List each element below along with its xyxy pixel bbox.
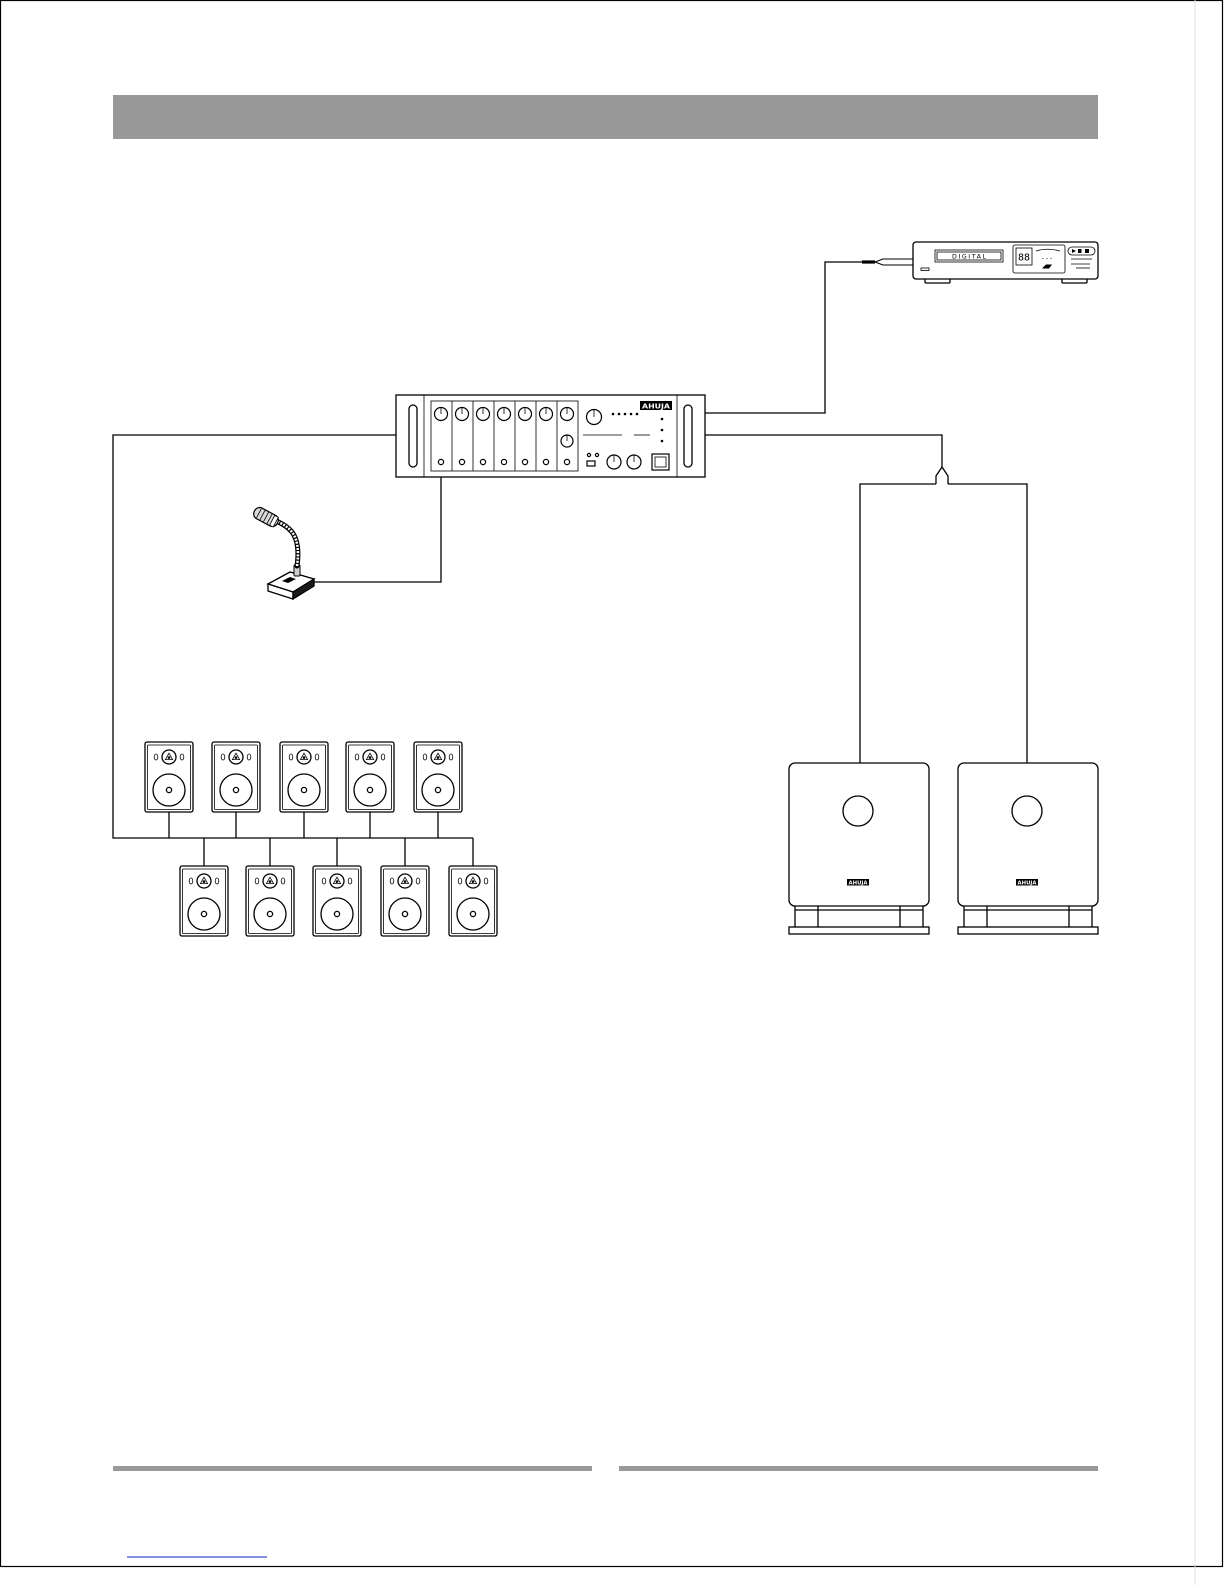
desk-microphone-icon bbox=[252, 506, 314, 599]
meter-led bbox=[624, 413, 627, 416]
dvd-indicator-dashes: - - - bbox=[1042, 255, 1052, 262]
stop-icon bbox=[1085, 249, 1089, 253]
wall-speaker-icon bbox=[313, 866, 361, 936]
channel-6-knob-icon bbox=[540, 408, 553, 421]
master-knob-icon bbox=[587, 410, 602, 425]
rca-plug-leads bbox=[875, 259, 913, 265]
box-speaker-splitter bbox=[936, 467, 948, 484]
channel-2-input-jack-icon bbox=[459, 459, 464, 464]
woofer-icon bbox=[1012, 796, 1042, 826]
header-bar bbox=[113, 95, 1098, 139]
channel-7-second-knob-icon bbox=[561, 435, 573, 447]
channel-7-knob-icon bbox=[561, 408, 574, 421]
channel-5-knob-icon bbox=[519, 408, 532, 421]
rca-plug-icon bbox=[862, 259, 913, 265]
amplifier-logo: AHUJA bbox=[640, 401, 672, 410]
channel-4-input-jack-icon bbox=[501, 459, 506, 464]
mic-head bbox=[252, 506, 281, 529]
wall-speaker-icon bbox=[145, 742, 193, 812]
indicator-led bbox=[661, 418, 664, 421]
pause-icon bbox=[1078, 249, 1082, 253]
box-speaker-logo-text: AHUJA bbox=[849, 880, 868, 886]
volume-knob-icon bbox=[627, 455, 641, 469]
footer-bar-left bbox=[113, 1466, 592, 1471]
box-speaker-stand bbox=[795, 906, 923, 927]
channel-1-knob-icon bbox=[435, 408, 448, 421]
dvd-segment-digits: 88 bbox=[1018, 253, 1030, 264]
box-speaker-base bbox=[789, 927, 929, 934]
meter-led bbox=[630, 413, 633, 416]
wall-speaker-icon bbox=[414, 742, 462, 812]
channel-7-input-jack-icon bbox=[564, 459, 569, 464]
wall-speaker-group bbox=[145, 742, 497, 936]
meter-led bbox=[618, 413, 621, 416]
wall-speaker-icon bbox=[180, 866, 228, 936]
box-speaker-icon: AHUJA bbox=[789, 763, 929, 934]
selector-switch-icon bbox=[587, 461, 595, 466]
power-switch-frame bbox=[652, 454, 669, 470]
aux-jack-icon bbox=[595, 453, 598, 456]
footer-bar-right bbox=[619, 1466, 1098, 1471]
amplifier-to-box-speakers-cable bbox=[705, 435, 942, 467]
channel-1-input-jack-icon bbox=[438, 459, 443, 464]
box-speaker-icon: AHUJA bbox=[958, 763, 1098, 934]
aux-jack-icon bbox=[587, 453, 590, 456]
tone-knob-icon bbox=[607, 455, 621, 469]
channel-2-knob-icon bbox=[456, 408, 469, 421]
channel-3-input-jack-icon bbox=[480, 459, 485, 464]
box-speaker-right-cable bbox=[948, 484, 1027, 763]
channel-4-knob-icon bbox=[498, 408, 511, 421]
channel-6-input-jack-icon bbox=[543, 459, 548, 464]
wall-speaker-icon bbox=[381, 866, 429, 936]
wall-speaker-icon bbox=[246, 866, 294, 936]
box-speaker-logo-text: AHUJA bbox=[1018, 880, 1037, 886]
meter-led bbox=[636, 413, 639, 416]
woofer-icon bbox=[843, 796, 873, 826]
box-speaker-base bbox=[958, 927, 1098, 934]
box-speaker-stand bbox=[964, 906, 1092, 927]
wall-speaker-icon bbox=[212, 742, 260, 812]
indicator-led bbox=[661, 429, 664, 432]
meter-led bbox=[612, 413, 615, 416]
dvd-to-amplifier-cable bbox=[705, 262, 862, 413]
wall-speaker-icon bbox=[346, 742, 394, 812]
amplifier-logo-text: AHUJA bbox=[642, 402, 671, 410]
rack-slot-left bbox=[409, 405, 417, 467]
dvd-player-icon: DIGITAL 88 - - - bbox=[913, 242, 1098, 283]
channel-3-knob-icon bbox=[477, 408, 490, 421]
power-switch-icon bbox=[652, 454, 669, 470]
channel-5-input-jack-icon bbox=[522, 459, 527, 464]
mixer-amplifier-icon: AHUJA bbox=[396, 395, 705, 477]
box-speaker-left-cable bbox=[860, 484, 936, 763]
wall-speaker-icon bbox=[449, 866, 497, 936]
rack-slot-right bbox=[684, 405, 692, 467]
microphone-cable bbox=[313, 465, 441, 582]
wall-speaker-icon bbox=[280, 742, 328, 812]
indicator-led bbox=[661, 440, 664, 443]
